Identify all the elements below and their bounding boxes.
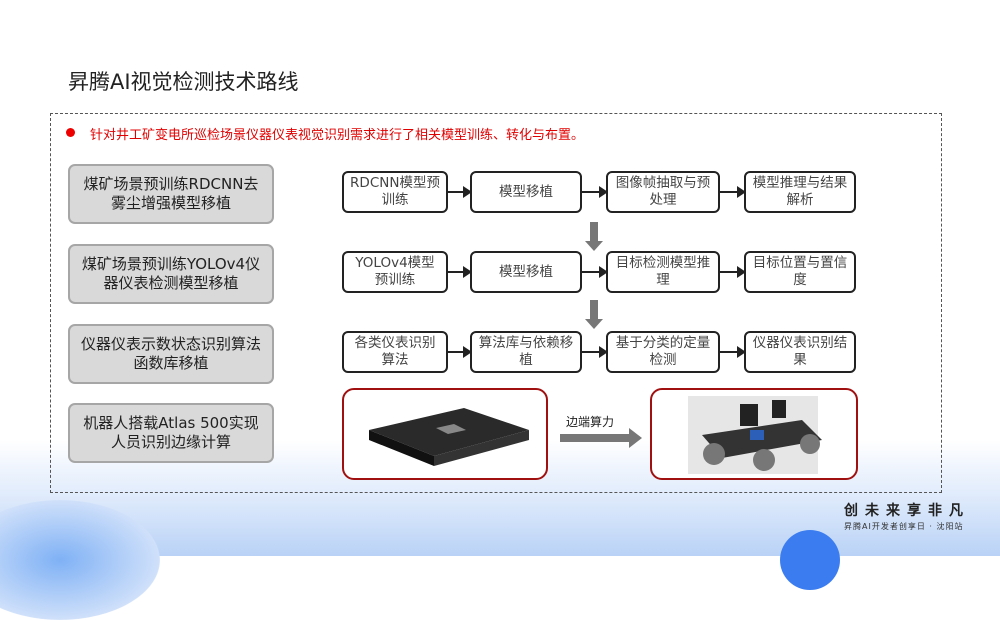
flow-step: 仪器仪表识别结果: [744, 331, 856, 373]
flow-arrow-icon: [448, 266, 472, 278]
down-arrow-icon: [585, 222, 603, 251]
flow-arrow-icon: [720, 346, 746, 358]
flow-step: 目标检测模型推理: [606, 251, 720, 293]
flow-arrow-icon: [582, 186, 608, 198]
left-item: 仪器仪表示数状态识别算法函数库移植: [68, 324, 274, 384]
edge-compute-label: 边端算力: [566, 415, 615, 429]
flow-arrow-icon: [582, 346, 608, 358]
atlas-500-device-image: [369, 408, 529, 466]
flow-step: 模型移植: [470, 171, 582, 213]
flow-arrow-icon: [582, 266, 608, 278]
footer-subtitle: 昇腾AI开发者创享日 · 沈阳站: [844, 522, 964, 531]
page-title: 昇腾AI视觉检测技术路线: [68, 70, 299, 94]
content-frame: [50, 113, 942, 493]
flow-step: 基于分类的定量检测: [606, 331, 720, 373]
flow-arrow-icon: [720, 266, 746, 278]
flow-arrow-icon: [448, 346, 472, 358]
left-item: 煤矿场景预训练RDCNN去雾尘增强模型移植: [68, 164, 274, 224]
flow-step: 模型推理与结果解析: [744, 171, 856, 213]
flow-step: 算法库与依赖移植: [470, 331, 582, 373]
down-arrow-icon: [585, 300, 603, 329]
flow-step: RDCNN模型预训练: [342, 171, 448, 213]
flow-step: 目标位置与置信度: [744, 251, 856, 293]
flow-step: 模型移植: [470, 251, 582, 293]
footer-slogan: 创未来享非凡: [844, 503, 970, 519]
background-blob: [780, 530, 840, 590]
flow-step: 图像帧抽取与预处理: [606, 171, 720, 213]
bullet-icon: [66, 128, 75, 137]
flow-arrow-icon: [448, 186, 472, 198]
intro-text: 针对井工矿变电所巡检场景仪器仪表视觉识别需求进行了相关模型训练、转化与布置。: [90, 128, 585, 143]
flow-step: 各类仪表识别算法: [342, 331, 448, 373]
robot-panel: [650, 388, 858, 480]
left-item: 机器人搭载Atlas 500实现人员识别边缘计算: [68, 403, 274, 463]
inspection-robot-image: [688, 396, 822, 474]
right-arrow-icon: [560, 428, 642, 448]
left-item: 煤矿场景预训练YOLOv4仪器仪表检测模型移植: [68, 244, 274, 304]
flow-step: YOLOv4模型预训练: [342, 251, 448, 293]
atlas-device-panel: [342, 388, 548, 480]
flow-arrow-icon: [720, 186, 746, 198]
